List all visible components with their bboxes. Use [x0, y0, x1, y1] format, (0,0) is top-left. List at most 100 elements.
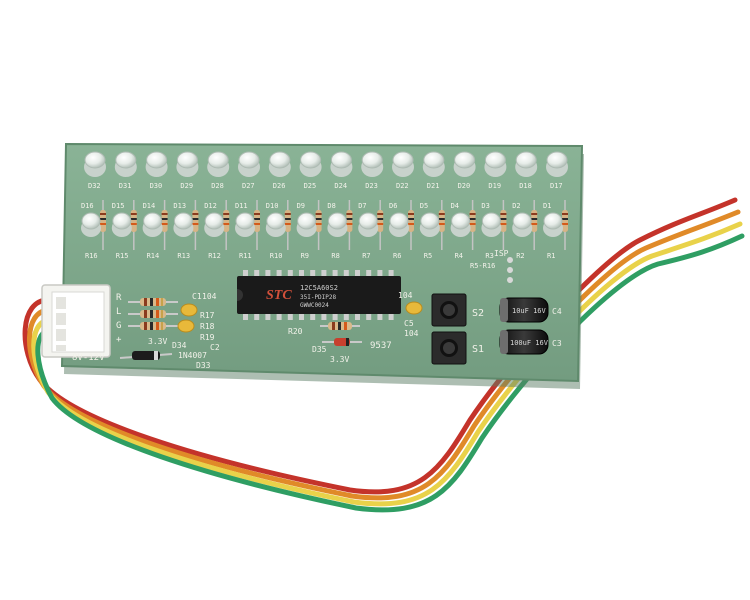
resistor: [562, 200, 568, 250]
led: [546, 151, 568, 177]
wire: [35, 233, 745, 513]
electrolytic-capacitor-c4: 10uF 16V: [499, 297, 549, 323]
led: [84, 151, 106, 177]
led-label: D5: [420, 202, 428, 210]
resistor: [100, 200, 106, 250]
led-label: D25: [304, 182, 317, 190]
resistor-label: R10: [270, 252, 283, 260]
resistor-label: R8: [331, 252, 339, 260]
input-resistors: [128, 298, 178, 330]
led-label: D24: [334, 182, 347, 190]
led-label: D18: [519, 182, 532, 190]
resistor: [192, 200, 199, 250]
label-c5-value: 104: [404, 329, 419, 338]
resistor-label: R13: [177, 252, 190, 260]
connector-pin-label: L: [116, 307, 121, 317]
chip-line3: GWWC0024: [300, 302, 329, 309]
led: [450, 212, 471, 237]
label-d34: D34: [172, 341, 187, 350]
connector-pin-label: +: [116, 335, 122, 345]
microcontroller-chip: STC 12C5A60S2 35I-PDIP28 GWWC0024: [237, 270, 401, 320]
led: [176, 151, 199, 177]
led-label: D12: [204, 202, 217, 210]
resistor-label: R1: [547, 252, 555, 260]
resistor: [130, 200, 137, 250]
led-label: D20: [458, 182, 471, 190]
led-label: D11: [235, 202, 248, 210]
resistor: [346, 200, 353, 250]
silkscreen-labels: C1 104 R17 R18 R19 C2 D34 3.3V 1N4007 D3…: [72, 249, 562, 370]
led: [358, 212, 379, 237]
led-label: D21: [427, 182, 440, 190]
resistor: [531, 200, 538, 250]
led: [327, 212, 348, 237]
label-d35-value: 3.3V: [330, 355, 349, 364]
label-isp: ISP: [494, 249, 509, 258]
led: [392, 151, 414, 177]
label-d34-value: 3.3V: [148, 337, 167, 346]
label-c2: C2: [210, 343, 220, 352]
led-label: D30: [150, 182, 163, 190]
led-label: D32: [88, 182, 101, 190]
connector-pin-labels: RLG+: [116, 293, 122, 345]
electrolytic-capacitor-c3: 100uF 16V: [499, 329, 549, 355]
connector-pin-label: G: [116, 321, 121, 331]
led-label: D17: [550, 182, 563, 190]
isp-header: [507, 257, 513, 283]
label-c1-value: 104: [202, 292, 217, 301]
led: [142, 212, 163, 237]
label-voltage: 8V-12V: [72, 353, 105, 363]
led-label: D3: [481, 202, 489, 210]
led-label: D13: [173, 202, 186, 210]
led-label: D27: [242, 182, 255, 190]
diode-d33: [119, 351, 173, 360]
led-label: D1: [543, 202, 551, 210]
resistor-label: R14: [147, 252, 160, 260]
resistor-label: R2: [516, 252, 524, 260]
resistor-label: R3: [485, 252, 493, 260]
label-d35: D35: [312, 345, 327, 354]
label-c5: C5: [404, 319, 414, 328]
led-label: D15: [112, 202, 125, 210]
led-label: D6: [389, 202, 397, 210]
led: [515, 151, 538, 177]
led-label: D7: [358, 202, 366, 210]
led-label: D29: [180, 182, 193, 190]
label-r18: R18: [200, 322, 215, 331]
c3-rating: 100uF 16V: [510, 339, 549, 347]
led-label: D16: [81, 202, 94, 210]
label-r5-r16: R5-R16: [470, 262, 495, 270]
led-label: D31: [119, 182, 132, 190]
led: [389, 212, 409, 237]
led: [114, 151, 137, 177]
power-audio-connector: [41, 284, 111, 358]
resistor-label: R15: [116, 252, 129, 260]
resistor: [315, 200, 322, 250]
led: [422, 151, 445, 177]
push-button-s1: [431, 331, 467, 365]
label-r19: R19: [200, 333, 215, 342]
resistor: [500, 200, 507, 250]
ceramic-capacitors: [177, 301, 423, 333]
top-led-row: [84, 151, 568, 177]
chip-line2: 35I-PDIP28: [300, 294, 337, 301]
led-label: D23: [365, 182, 378, 190]
led-label: D19: [488, 182, 501, 190]
led-label: D2: [512, 202, 520, 210]
led: [173, 212, 194, 237]
label-c4: C4: [552, 307, 562, 316]
label-r17: R17: [200, 311, 215, 320]
resistor-label: R4: [455, 252, 463, 260]
led: [268, 151, 291, 177]
led-label: D4: [451, 202, 459, 210]
resistor: [438, 200, 445, 250]
led: [111, 212, 132, 237]
led-label: D10: [266, 202, 279, 210]
led-label: D14: [143, 202, 156, 210]
led: [453, 151, 476, 177]
led: [543, 212, 563, 237]
resistor-r20: [320, 322, 360, 330]
led: [204, 212, 225, 237]
